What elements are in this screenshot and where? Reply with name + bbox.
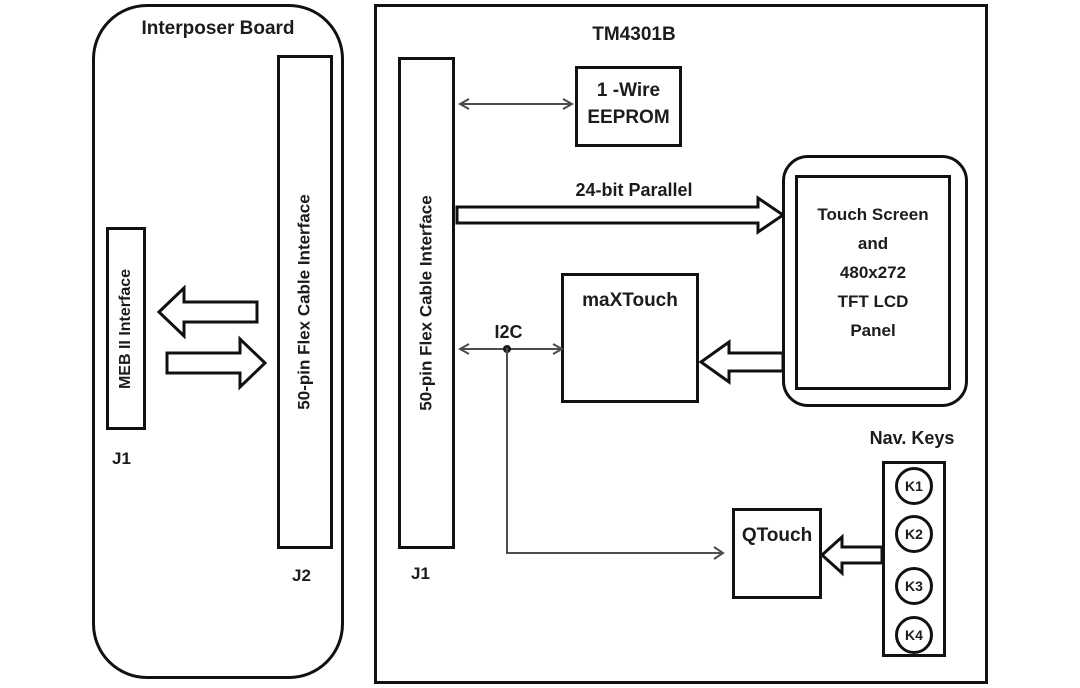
tm4301b-board-title: TM4301B xyxy=(592,24,676,45)
lcd-panel-box: Touch Screen and 480x272 TFT LCD Panel xyxy=(795,175,951,390)
nav-key-k3: K3 xyxy=(895,567,933,605)
qtouch-label: QTouch xyxy=(741,525,813,546)
lcd-to-maxtouch-arrow xyxy=(698,339,785,385)
parallel-bus-label: 24-bit Parallel xyxy=(575,180,693,200)
meb-ii-interface-box: MEB II Interface xyxy=(106,227,146,430)
eeprom-box: 1 -Wire EEPROM xyxy=(575,66,682,147)
tm4301b-j1-ref: J1 xyxy=(411,564,430,583)
lcd-label-line2: and xyxy=(857,234,889,253)
eeprom-label-line2: EEPROM xyxy=(587,107,670,128)
interposer-flex-interface-label: 50-pin Flex Cable Interface xyxy=(295,194,314,410)
qtouch-box: QTouch xyxy=(732,508,822,599)
lcd-label-line3: 480x272 xyxy=(839,263,907,282)
lcd-label-line5: Panel xyxy=(850,321,896,340)
i2c-bus-label: I2C xyxy=(494,322,523,342)
nav-key-k3-label: K3 xyxy=(905,578,923,594)
nav-key-k4: K4 xyxy=(895,616,933,654)
navkeys-to-qtouch-arrow xyxy=(819,533,884,577)
nav-key-k2: K2 xyxy=(895,515,933,553)
nav-key-k4-label: K4 xyxy=(905,627,923,643)
lcd-label-line4: TFT LCD xyxy=(837,292,909,311)
meb-ii-interface-label: MEB II Interface xyxy=(117,268,134,389)
parallel-bus-arrow xyxy=(455,195,786,235)
flex-eeprom-bus-arrow xyxy=(457,98,575,110)
tm4301b-flex-interface-label: 50-pin Flex Cable Interface xyxy=(416,195,436,411)
i2c-qtouch-route-arrow xyxy=(506,348,725,560)
meb-to-flex-arrow xyxy=(165,335,268,391)
interposer-j2-ref: J2 xyxy=(292,566,311,585)
maxtouch-box: maXTouch xyxy=(561,273,699,403)
nav-keys-title: Nav. Keys xyxy=(869,428,955,448)
eeprom-label-line1: 1 -Wire xyxy=(596,80,661,101)
i2c-bus-arrow xyxy=(457,343,565,355)
flex-to-meb-arrow xyxy=(156,284,259,340)
lcd-label-line1: Touch Screen xyxy=(817,205,929,224)
interposer-flex-interface-box: 50-pin Flex Cable Interface xyxy=(277,55,333,549)
interposer-board-title: Interposer Board xyxy=(141,18,295,39)
nav-key-k1-label: K1 xyxy=(905,478,923,494)
interposer-j1-ref: J1 xyxy=(112,449,131,468)
nav-key-k2-label: K2 xyxy=(905,526,923,542)
maxtouch-label: maXTouch xyxy=(582,290,678,311)
tm4301b-flex-interface-box: 50-pin Flex Cable Interface xyxy=(398,57,455,549)
nav-key-k1: K1 xyxy=(895,467,933,505)
